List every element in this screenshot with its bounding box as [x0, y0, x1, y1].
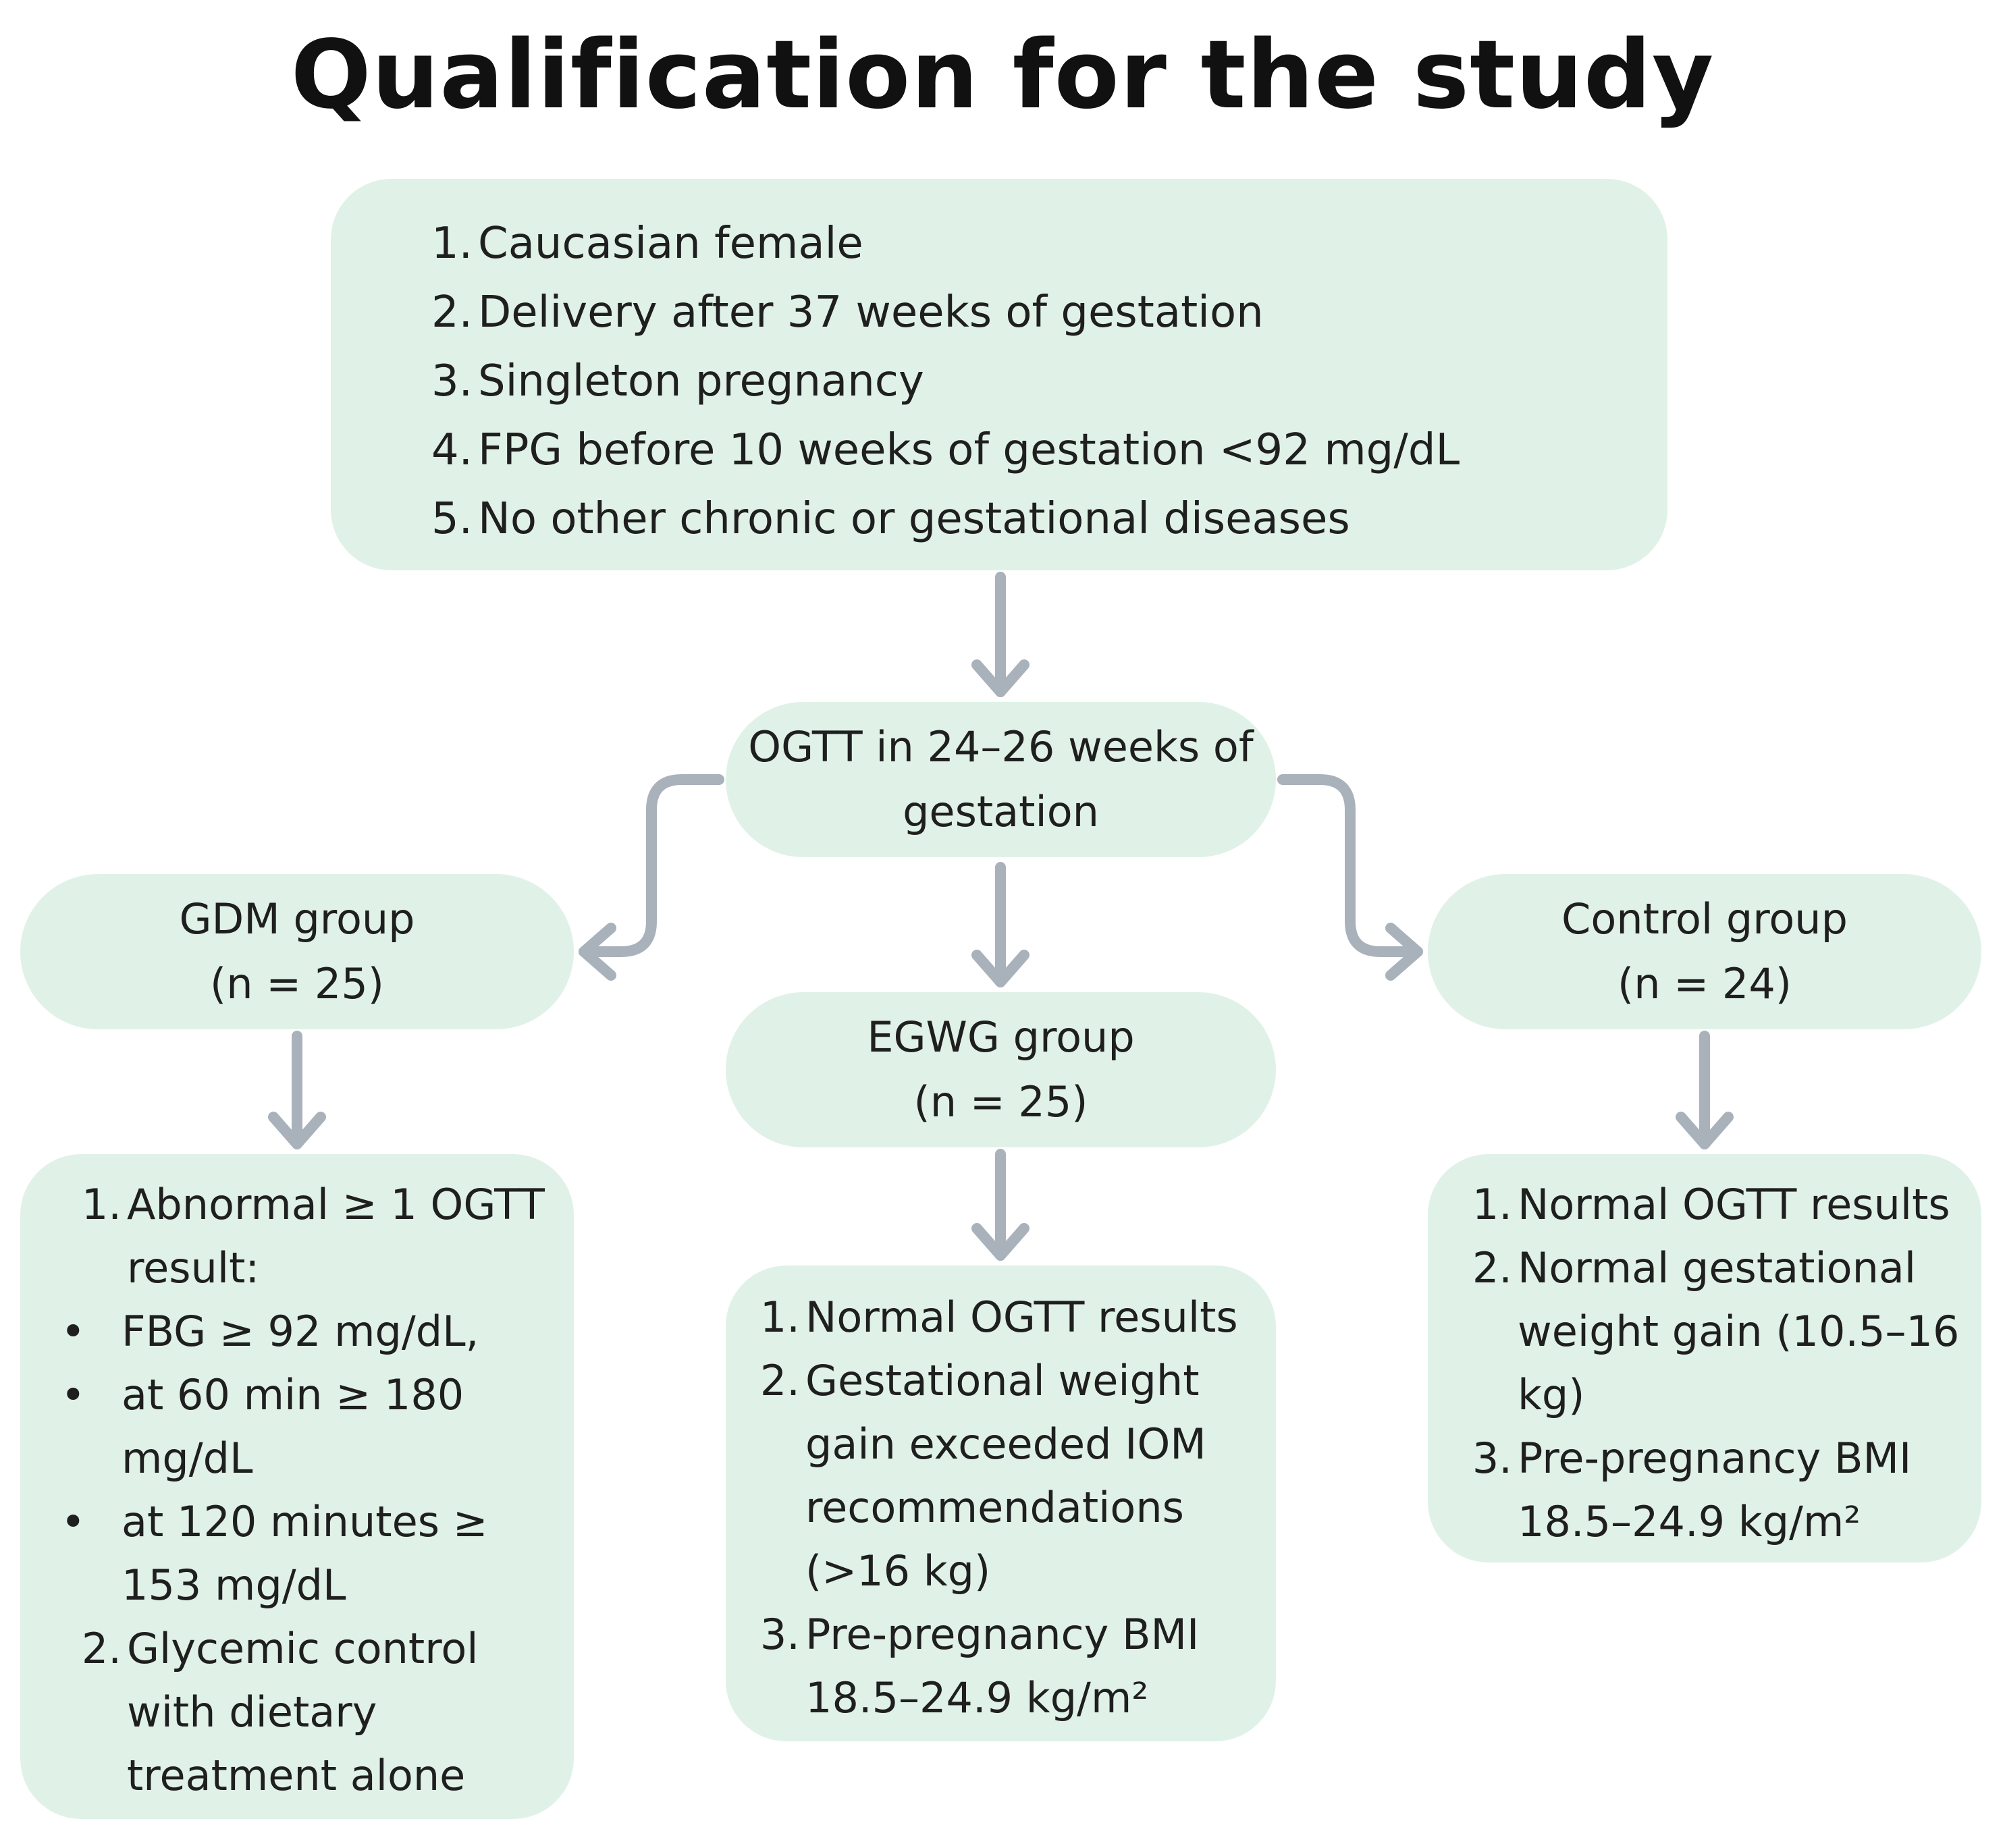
arrow-ogtt-to-gdm: [579, 774, 724, 957]
inclusion-criteria-box: 1.Caucasian female 2.Delivery after 37 w…: [331, 179, 1667, 570]
list-item: • at 60 min ≥ 180 mg/dL: [34, 1363, 567, 1490]
list-item: 1.Normal OGTT results: [1472, 1180, 1950, 1229]
egwg-group-node: EGWG group (n = 25): [726, 992, 1276, 1147]
list-item: 1.Caucasian female: [431, 219, 863, 269]
egwg-group-count: (n = 25): [913, 1077, 1088, 1126]
control-group-name: Control group: [1561, 894, 1848, 944]
control-criteria-list: 1.Normal OGTT results 2.Normal gestation…: [1465, 1173, 1975, 1554]
bullet-icon: •: [61, 1307, 86, 1356]
list-item: 3.Pre-pregnancy BMI 18.5–24.9 kg/m²: [1472, 1434, 1912, 1546]
bullet-icon: •: [61, 1497, 86, 1546]
arrowhead-egwg-to-criteria: [971, 1223, 1030, 1261]
gdm-group-count: (n = 25): [210, 959, 384, 1008]
control-group-count: (n = 24): [1618, 959, 1792, 1008]
list-item: 3.Singleton pregnancy: [431, 356, 924, 406]
arrowhead-ogtt-to-egwg: [971, 950, 1030, 987]
control-criteria-box: 1.Normal OGTT results 2.Normal gestation…: [1428, 1154, 1981, 1562]
bullet-icon: •: [61, 1370, 86, 1419]
list-item: 2.Gestational weight gain exceeded IOM r…: [759, 1356, 1206, 1596]
gdm-group-name: GDM group: [179, 894, 415, 944]
list-item: 3.Pre-pregnancy BMI 18.5–24.9 kg/m²: [759, 1610, 1200, 1722]
list-item: 1.Normal OGTT results: [759, 1293, 1238, 1342]
gdm-group-node: GDM group (n = 25): [20, 874, 574, 1029]
arrowhead-ogtt-to-control: [1385, 923, 1423, 981]
list-item: 1. Abnormal ≥ 1 OGTT result:: [81, 1180, 545, 1293]
arrowhead-control-to-criteria: [1676, 1112, 1734, 1149]
arrowhead-gdm-to-criteria: [268, 1112, 326, 1149]
arrowhead-ogtt-to-gdm: [579, 923, 616, 981]
inclusion-criteria-list: 1.Caucasian female 2.Delivery after 37 w…: [425, 209, 1667, 553]
list-item: • FBG ≥ 92 mg/dL,: [34, 1300, 567, 1363]
list-item: 4.FPG before 10 weeks of gestation <92 m…: [431, 425, 1460, 475]
arrowhead-top-to-ogtt: [971, 659, 1030, 697]
list-item: 2.Delivery after 37 weeks of gestation: [431, 288, 1264, 337]
gdm-criteria-box: 1. Abnormal ≥ 1 OGTT result: • FBG ≥ 92 …: [20, 1154, 574, 1819]
egwg-criteria-box: 1.Normal OGTT results 2.Gestational weig…: [726, 1266, 1276, 1741]
list-item: • at 120 minutes ≥ 153 mg/dL: [34, 1490, 567, 1617]
ogtt-line1: OGTT in 24–26 weeks of: [748, 722, 1254, 771]
diagram-title: Qualification for the study: [290, 20, 1715, 130]
arrow-ogtt-to-control: [1277, 774, 1423, 957]
ogtt-line2: gestation: [903, 787, 1099, 836]
egwg-group-name: EGWG group: [867, 1012, 1135, 1062]
gdm-criteria-list: 1. Abnormal ≥ 1 OGTT result: • FBG ≥ 92 …: [34, 1173, 567, 1808]
list-item: 2. Glycemic control with dietary treatme…: [81, 1624, 479, 1800]
control-group-node: Control group (n = 24): [1428, 874, 1981, 1029]
list-item: 2.Normal gestational weight gain (10.5–1…: [1472, 1243, 1960, 1419]
egwg-criteria-list: 1.Normal OGTT results 2.Gestational weig…: [753, 1286, 1269, 1730]
list-item: 5.No other chronic or gestational diseas…: [431, 494, 1350, 544]
ogtt-node: OGTT in 24–26 weeks of gestation: [726, 702, 1276, 857]
